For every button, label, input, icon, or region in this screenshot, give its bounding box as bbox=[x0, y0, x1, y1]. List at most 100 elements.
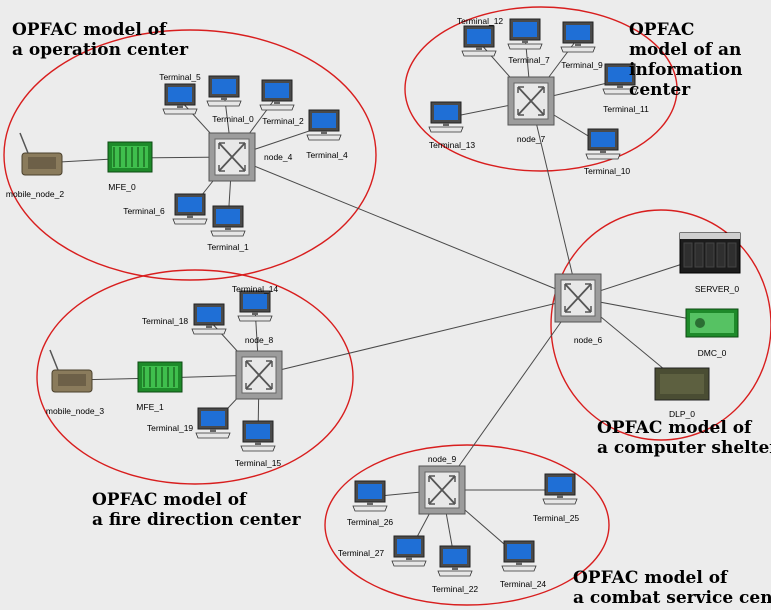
computer-icon bbox=[172, 193, 208, 225]
node-terminal-15[interactable] bbox=[240, 420, 276, 452]
computer-icon bbox=[391, 535, 427, 567]
computer-icon bbox=[461, 25, 497, 57]
node-label: Terminal_0 bbox=[212, 114, 254, 124]
node-mfe-1[interactable] bbox=[137, 361, 183, 393]
node-terminal-22[interactable] bbox=[437, 545, 473, 577]
node-terminal-24[interactable] bbox=[501, 540, 537, 572]
opfac-title-line: OPFAC model of bbox=[92, 490, 247, 510]
node-terminal-2[interactable] bbox=[259, 79, 295, 111]
node-terminal-7[interactable] bbox=[507, 18, 543, 50]
computer-icon bbox=[259, 79, 295, 111]
node-mobile-node-2[interactable] bbox=[19, 132, 63, 176]
node-server-0[interactable] bbox=[679, 232, 741, 274]
node-terminal-5[interactable] bbox=[162, 83, 198, 115]
node-dlp-0[interactable] bbox=[654, 367, 710, 401]
node-node-4[interactable] bbox=[208, 132, 256, 182]
node-node-7[interactable] bbox=[507, 76, 555, 126]
switch-icon bbox=[418, 465, 466, 515]
computer-icon bbox=[210, 205, 246, 237]
opfac-title-line: a computer shelter bbox=[597, 438, 771, 458]
node-terminal-27[interactable] bbox=[391, 535, 427, 567]
computer-icon bbox=[428, 101, 464, 133]
node-label: Terminal_27 bbox=[338, 548, 385, 558]
node-label: MFE_1 bbox=[136, 402, 164, 412]
node-terminal-26[interactable] bbox=[352, 480, 388, 512]
computer-icon bbox=[501, 540, 537, 572]
node-label: mobile_node_2 bbox=[6, 189, 64, 199]
node-terminal-9[interactable] bbox=[560, 21, 596, 53]
node-mobile-node-3[interactable] bbox=[49, 349, 93, 393]
computer-icon bbox=[585, 128, 621, 160]
node-mfe-0[interactable] bbox=[107, 141, 153, 173]
server-icon bbox=[679, 232, 741, 274]
node-label: node_9 bbox=[428, 454, 457, 464]
node-label: Terminal_14 bbox=[232, 284, 279, 294]
computer-icon bbox=[306, 109, 342, 141]
node-label: Terminal_22 bbox=[432, 584, 479, 594]
opfac-title-line: a fire direction center bbox=[92, 510, 301, 530]
node-label: node_8 bbox=[245, 335, 274, 345]
node-label: node_4 bbox=[264, 152, 293, 162]
computer-icon bbox=[507, 18, 543, 50]
node-label: Terminal_19 bbox=[147, 423, 194, 433]
node-label: Terminal_4 bbox=[306, 150, 348, 160]
dmc-device-icon bbox=[685, 308, 739, 338]
node-label: Terminal_15 bbox=[235, 458, 282, 468]
node-terminal-0[interactable] bbox=[206, 75, 242, 107]
opfac-boundary-information bbox=[404, 6, 678, 172]
node-label: mobile_node_3 bbox=[46, 406, 104, 416]
node-terminal-1[interactable] bbox=[210, 205, 246, 237]
node-label: Terminal_26 bbox=[347, 517, 394, 527]
computer-icon bbox=[542, 473, 578, 505]
switch-icon bbox=[208, 132, 256, 182]
node-label: Terminal_25 bbox=[533, 513, 580, 523]
opfac-title-line: model of an bbox=[629, 40, 742, 60]
link-node_8-node_6 bbox=[258, 297, 579, 376]
node-label: Terminal_2 bbox=[262, 116, 304, 126]
opfac-title-line: OPFAC bbox=[629, 20, 695, 40]
computer-icon bbox=[191, 303, 227, 335]
node-node-9[interactable] bbox=[418, 465, 466, 515]
opfac-title-line: a operation center bbox=[12, 40, 189, 60]
node-label: Terminal_24 bbox=[500, 579, 547, 589]
node-node-8[interactable] bbox=[235, 350, 283, 400]
node-terminal-25[interactable] bbox=[542, 473, 578, 505]
node-terminal-4[interactable] bbox=[306, 109, 342, 141]
opfac-title-line: OPFAC model of bbox=[573, 568, 728, 588]
computer-icon bbox=[352, 480, 388, 512]
node-label: node_6 bbox=[574, 335, 603, 345]
node-label: Terminal_5 bbox=[159, 72, 201, 82]
node-terminal-12[interactable] bbox=[461, 25, 497, 57]
node-terminal-13[interactable] bbox=[428, 101, 464, 133]
node-terminal-14[interactable] bbox=[237, 290, 273, 322]
node-node-6[interactable] bbox=[554, 273, 602, 323]
node-dmc-0[interactable] bbox=[685, 308, 739, 338]
node-terminal-11[interactable] bbox=[602, 63, 638, 95]
computer-icon bbox=[195, 407, 231, 439]
computer-icon bbox=[162, 83, 198, 115]
node-label: MFE_0 bbox=[108, 182, 136, 192]
computer-icon bbox=[602, 63, 638, 95]
node-terminal-6[interactable] bbox=[172, 193, 208, 225]
node-terminal-10[interactable] bbox=[585, 128, 621, 160]
opfac-boundary-operation bbox=[3, 29, 377, 281]
radio-icon bbox=[49, 349, 93, 393]
node-label: DLP_0 bbox=[669, 409, 695, 419]
opfac-boundary-shelter bbox=[550, 209, 771, 441]
node-terminal-19[interactable] bbox=[195, 407, 231, 439]
opfac-boundary-combat bbox=[324, 444, 610, 606]
computer-icon bbox=[437, 545, 473, 577]
dlp-device-icon bbox=[654, 367, 710, 401]
computer-icon bbox=[560, 21, 596, 53]
opfac-title-combat: OPFAC model ofa combat service center bbox=[573, 568, 771, 608]
computer-icon bbox=[206, 75, 242, 107]
node-label: Terminal_9 bbox=[561, 60, 603, 70]
mfe-device-icon bbox=[107, 141, 153, 173]
node-terminal-18[interactable] bbox=[191, 303, 227, 335]
opfac-boundary-fire bbox=[36, 269, 354, 485]
